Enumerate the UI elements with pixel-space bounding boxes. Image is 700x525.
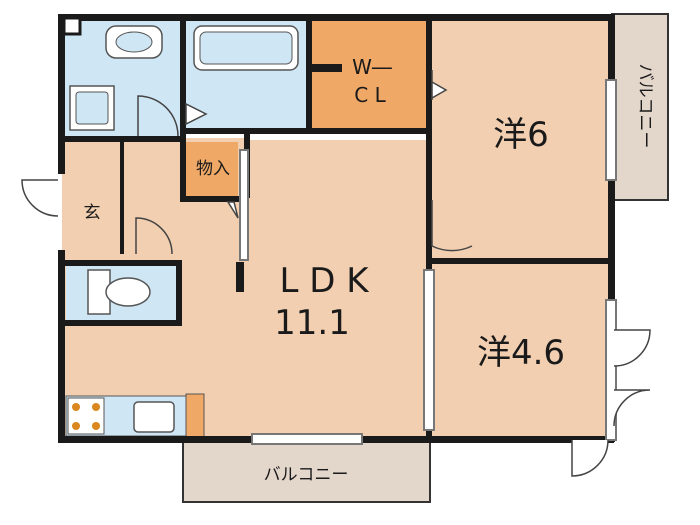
toilet-icon — [87, 269, 151, 315]
floor-walkin-closet — [310, 20, 430, 132]
balcony-south — [182, 439, 431, 503]
balcony-label-south: バルコニー — [264, 465, 349, 485]
room-label-western-6: 洋6 — [493, 115, 549, 155]
windows — [239, 79, 617, 445]
room-label-ldk: L D K — [279, 261, 370, 301]
room-label-wic-1: W― — [352, 55, 392, 79]
balcony-east — [611, 13, 669, 201]
floor-storage-fix — [184, 142, 238, 198]
room-label-entrance: 玄 — [84, 203, 101, 223]
room-label-wic-2: C L — [354, 83, 386, 107]
washbasin-icon — [105, 25, 163, 59]
room-area-ldk: 11.1 — [274, 303, 350, 343]
doors — [21, 70, 651, 477]
room-label-western-46: 洋4.6 — [477, 333, 565, 373]
kitchen-counter-end — [185, 393, 205, 439]
outer-walls — [58, 14, 615, 443]
bathtub-icon — [193, 25, 299, 71]
stove-icon — [67, 397, 105, 435]
balcony-label-east: バルコニー — [635, 64, 655, 149]
floor-western-room-46 — [430, 262, 612, 440]
room-label-storage: 物入 — [196, 159, 230, 179]
floor-ldk-lower — [180, 264, 430, 324]
floor-western-room-6 — [430, 20, 612, 262]
floor-ldk-upper — [248, 140, 430, 264]
washing-machine-icon — [69, 85, 115, 131]
kitchen-sink-icon — [133, 401, 175, 433]
